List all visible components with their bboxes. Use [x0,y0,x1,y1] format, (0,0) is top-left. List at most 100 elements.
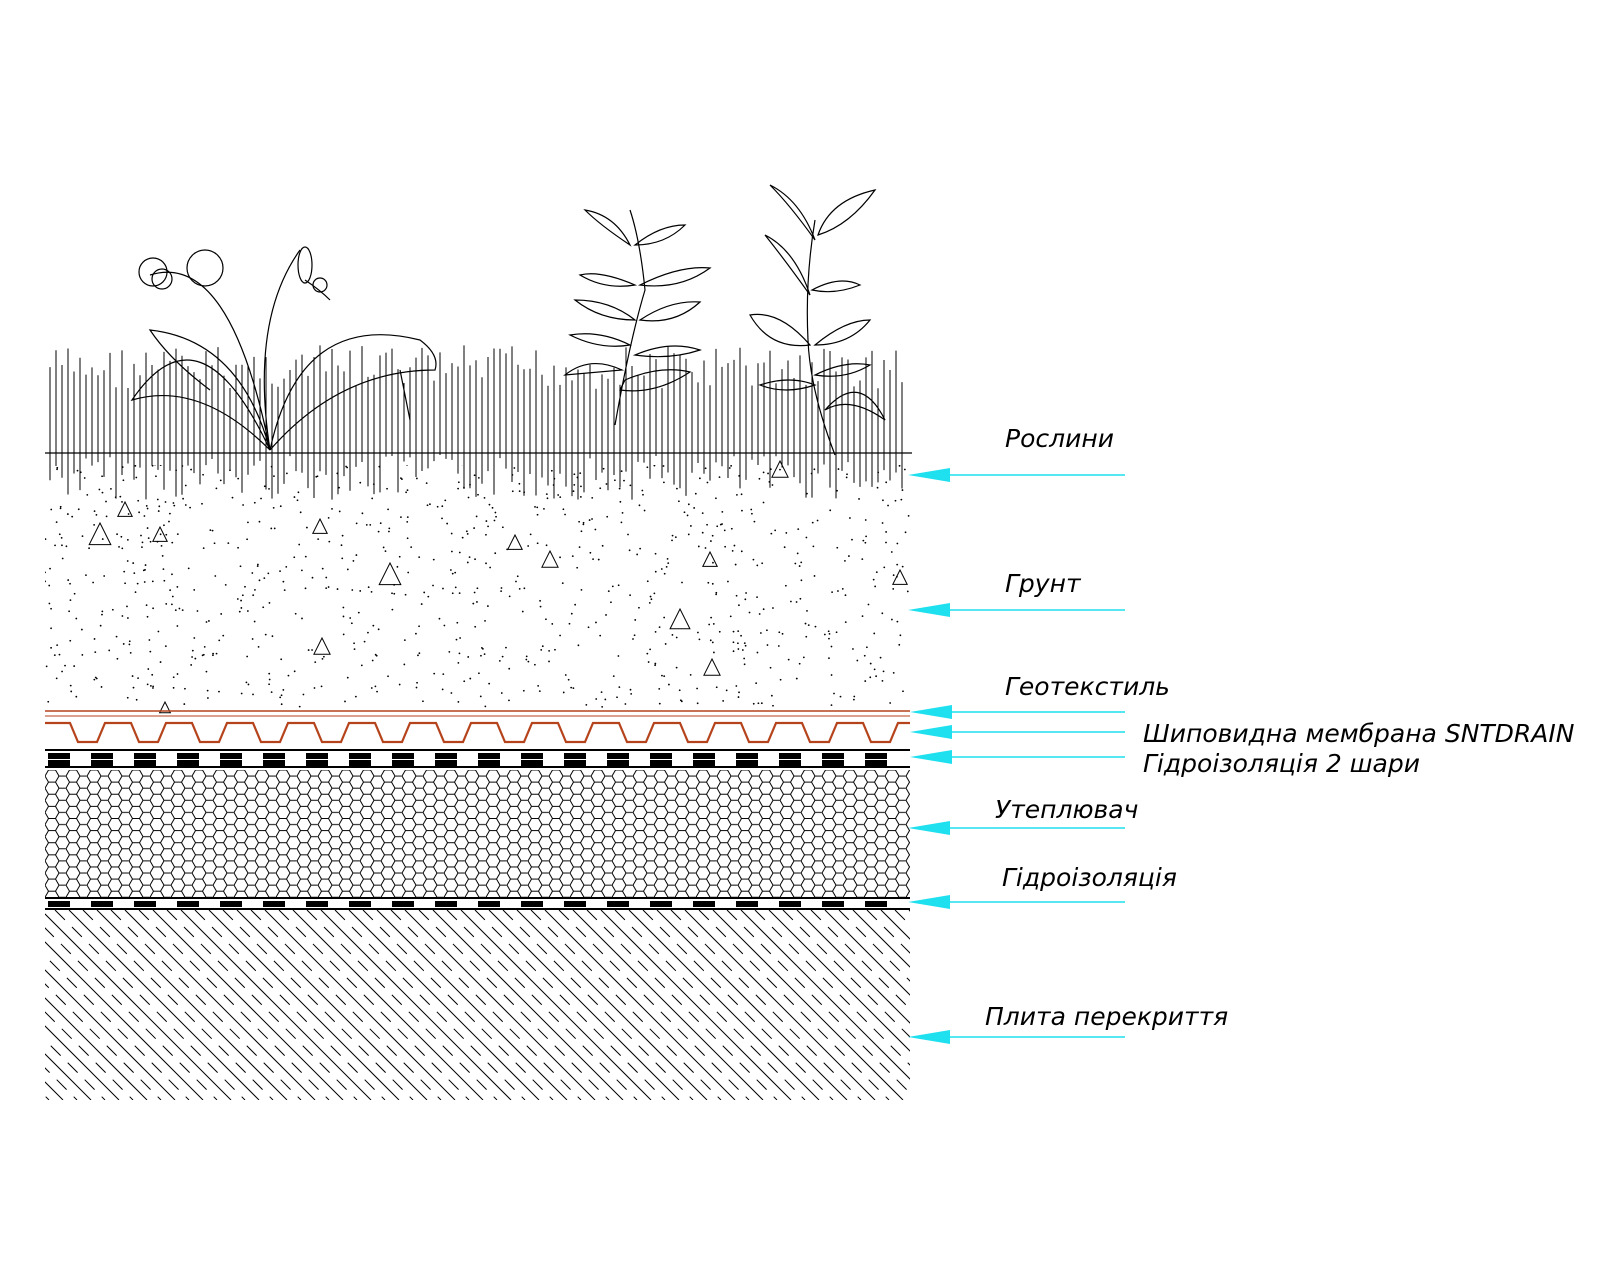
soil-speck [164,645,167,648]
soil-speck [619,500,622,503]
membrane-dash [392,901,414,907]
soil-speck [664,643,667,645]
soil-speck [629,688,632,691]
soil-speck [338,510,341,513]
soil-speck [73,592,76,595]
soil-speck [511,490,514,493]
soil-speck [601,705,604,708]
soil-speck [159,465,162,467]
soil-speck [568,622,571,625]
soil-speck [729,615,732,618]
soil-speck [798,565,801,567]
soil-speck [902,690,904,693]
slab-hatch-line [600,910,792,1100]
slab-hatch-dashed [82,910,274,1100]
soil-speck [518,587,521,590]
soil-speck [767,472,769,475]
soil-speck [570,686,573,689]
membrane-dash [650,901,672,907]
soil-speck [900,498,903,501]
soil-speck [146,527,149,529]
soil-speck [783,546,786,549]
soil-speck [896,563,899,566]
soil-speck [864,519,867,521]
soil-speck [50,508,53,511]
soil-speck [415,686,418,689]
soil-speck [270,691,273,694]
slab-hatch-line [404,910,596,1100]
arrow-geotextile [910,705,1125,719]
soil-speck [159,533,162,536]
soil-speck [187,567,190,570]
soil-speck [724,545,727,548]
soil-speck [633,634,636,637]
soil-speck [45,665,48,668]
soil-speck [427,595,430,598]
soil-speck [740,550,743,553]
soil-speck [263,577,266,580]
soil-speck [580,485,582,488]
soil-speck [388,527,391,530]
soil-speck [314,661,317,664]
soil-speck [441,462,443,464]
soil-speck [157,630,160,633]
membrane-dash [177,753,199,759]
soil-speck [69,639,72,642]
soil-speck [600,691,603,693]
soil-speck [511,473,514,476]
soil-speck [386,487,388,490]
soil-speck [162,568,165,571]
soil-speck [862,539,865,542]
soil-speck [181,465,184,467]
soil-speck [555,462,557,464]
soil-speck [882,499,884,502]
soil-speck [518,490,521,493]
slab-hatch-line [432,910,624,1100]
slab-hatch-line [516,910,708,1100]
soil-speck [49,567,51,570]
soil-speck [372,624,375,627]
soil-speck [804,622,807,625]
grass-layer [49,345,903,500]
soil-speck [171,573,173,576]
membrane-dash [48,760,70,766]
soil-speck [374,653,377,656]
stone [506,533,524,550]
soil-speck [61,670,63,673]
soil-speck [752,702,755,705]
soil-speck [143,515,146,517]
soil-speck [391,592,393,595]
soil-speck [128,640,131,643]
soil-speck [98,488,101,491]
soil-speck [376,690,378,693]
soil-speck [350,622,353,625]
soil-speck [105,500,107,503]
stone [313,636,331,655]
soil-speck [738,604,740,607]
soil-speck [559,634,561,637]
soil-speck [429,503,431,506]
soil-speck [280,658,283,661]
membrane-dash [220,753,242,759]
soil-speck [218,639,221,642]
soil-speck [485,562,487,565]
soil-speck [903,468,906,471]
slab-hatch-line [208,910,400,1100]
soil-speck [254,588,256,591]
soil-speck [663,481,665,484]
soil-speck [487,605,489,607]
soil-speck [813,468,816,471]
membrane-dash [349,760,371,766]
soil-speck [116,657,119,660]
soil-speck [170,603,173,606]
soil-speck [172,686,175,689]
membrane-dash [306,901,328,907]
soil-speck [734,563,737,566]
soil-speck [587,626,590,629]
soil-speck [367,586,370,589]
soil-speck [184,484,187,487]
soil-speck [835,631,838,634]
soil-speck [406,465,408,466]
soil-speck [48,584,51,587]
soil-speck [523,491,526,494]
